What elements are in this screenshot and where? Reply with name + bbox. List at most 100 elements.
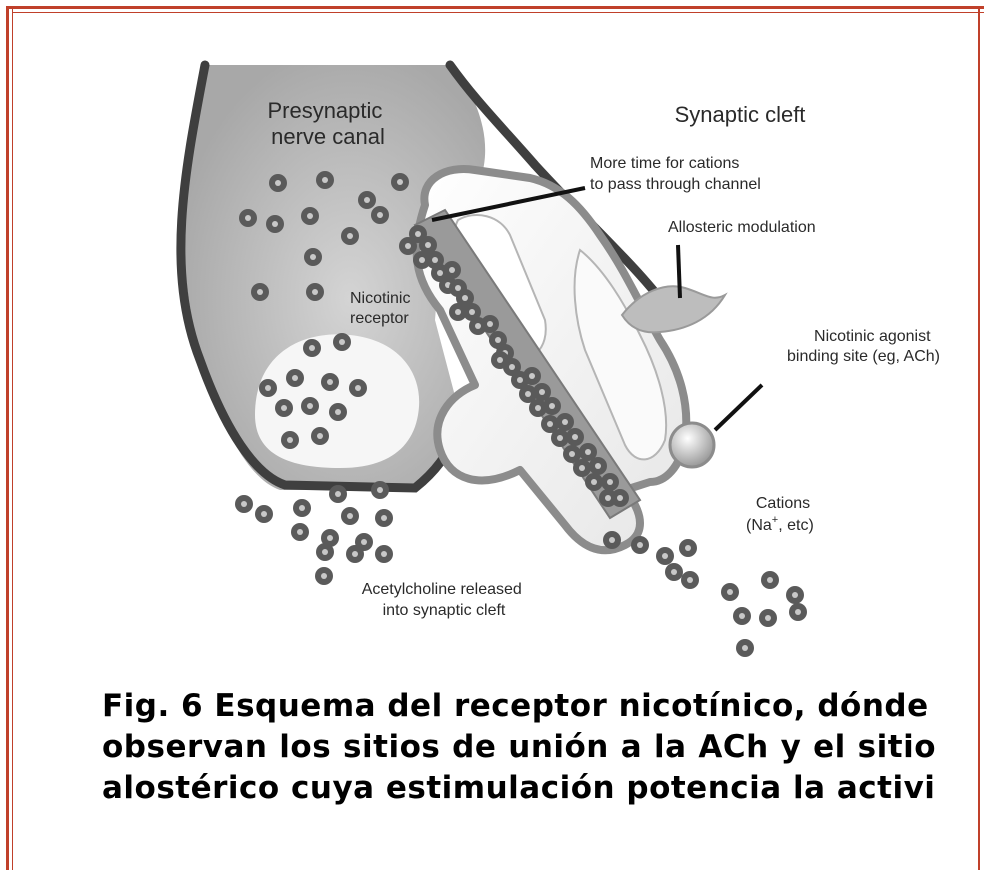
molecule-dot-center	[547, 421, 553, 427]
molecule-dot-center	[455, 285, 461, 291]
molecule-dot-center	[275, 180, 281, 186]
molecule-dot-center	[347, 233, 353, 239]
caption-line-3: alostérico cuya estimulación potencia la…	[102, 768, 936, 809]
molecule-dot-center	[327, 379, 333, 385]
molecule-dot-center	[487, 321, 493, 327]
label-agonist-site: Nicotinic agonist binding site (eg, ACh)	[787, 328, 940, 365]
molecule-dot-center	[297, 529, 303, 535]
caption-line-1: Fig. 6 Esquema del receptor nicotínico, …	[102, 686, 936, 727]
border-right	[978, 6, 980, 870]
molecule-dot-center	[287, 437, 293, 443]
molecule-dot-center	[347, 513, 353, 519]
molecule-dot-center	[335, 409, 341, 415]
molecule-dot-center	[662, 553, 668, 559]
molecule-dot-center	[415, 231, 421, 237]
molecule-dot-center	[562, 419, 568, 425]
label-synaptic-cleft: Synaptic cleft	[675, 102, 806, 127]
molecule-dot-center	[339, 339, 345, 345]
molecule-dot-center	[765, 615, 771, 621]
agonist-binding-ball	[670, 423, 714, 467]
molecule-dot-center	[419, 257, 425, 263]
molecule-dot-center	[265, 385, 271, 391]
label-cations-formula: (Na+, etc)	[746, 514, 814, 534]
label-cations: Cations	[756, 495, 810, 512]
molecule-dot-center	[292, 375, 298, 381]
molecule-dot-center	[241, 501, 247, 507]
caption-line-2: observan los sitios de unión a la ACh y …	[102, 727, 936, 768]
molecule-dot-center	[352, 551, 358, 557]
molecule-dot-center	[687, 577, 693, 583]
molecule-dot-center	[437, 270, 443, 276]
molecule-dot-center	[355, 385, 361, 391]
border-left-inner	[12, 6, 13, 870]
pointer-allosteric	[678, 245, 680, 298]
molecule-dot-center	[609, 537, 615, 543]
molecule-dot-center	[517, 377, 523, 383]
molecule-dot-center	[595, 463, 601, 469]
molecule-dot-center	[767, 577, 773, 583]
molecule-dot-center	[381, 551, 387, 557]
label-presynaptic: Presynaptic nerve canal	[267, 98, 388, 149]
molecule-dot-center	[637, 542, 643, 548]
molecule-dot-center	[535, 405, 541, 411]
molecule-dot-center	[792, 592, 798, 598]
molecule-dot-center	[742, 645, 748, 651]
label-more-time: More time for cations to pass through ch…	[590, 155, 761, 193]
molecule-dot-center	[272, 221, 278, 227]
molecule-dot-center	[549, 403, 555, 409]
molecule-dot-center	[727, 589, 733, 595]
molecule-dot-center	[425, 242, 431, 248]
molecule-dot-center	[469, 309, 475, 315]
molecule-dot-center	[245, 215, 251, 221]
molecule-dot-center	[321, 573, 327, 579]
border-left	[6, 6, 9, 870]
molecule-dot-center	[377, 212, 383, 218]
molecule-dot-center	[335, 491, 341, 497]
molecule-dot-center	[585, 449, 591, 455]
molecule-dot-center	[572, 434, 578, 440]
molecule-dot-center	[327, 535, 333, 541]
pointer-agonist	[715, 385, 762, 430]
figure-caption: Fig. 6 Esquema del receptor nicotínico, …	[102, 686, 936, 809]
molecule-dot-center	[495, 337, 501, 343]
molecule-dot-center	[405, 243, 411, 249]
molecule-dot-center	[617, 495, 623, 501]
molecule-dot-center	[529, 373, 535, 379]
molecule-dot-center	[497, 357, 503, 363]
border-top	[6, 6, 984, 9]
molecule-dot-center	[671, 569, 677, 575]
label-acetylcholine: Acetylcholine released into synaptic cle…	[362, 581, 527, 619]
molecule-dot-center	[579, 465, 585, 471]
molecule-dot-center	[377, 487, 383, 493]
molecule-dot-center	[432, 257, 438, 263]
molecule-dot-center	[475, 323, 481, 329]
molecule-dot-center	[739, 613, 745, 619]
molecule-dot-center	[397, 179, 403, 185]
molecule-dot-center	[795, 609, 801, 615]
molecule-dot-center	[312, 289, 318, 295]
molecule-dot-center	[607, 479, 613, 485]
molecule-dot-center	[455, 309, 461, 315]
molecule-dot-center	[525, 391, 531, 397]
molecule-dot-center	[317, 433, 323, 439]
molecule-dot-center	[557, 435, 563, 441]
molecule-dot-center	[281, 405, 287, 411]
molecule-dot-center	[309, 345, 315, 351]
molecule-dot-center	[307, 213, 313, 219]
molecule-dot-center	[462, 295, 468, 301]
border-top-inner	[12, 12, 984, 13]
label-allosteric: Allosteric modulation	[668, 219, 816, 236]
nicotinic-receptor-diagram: Presynaptic nerve canal Synaptic cleft M…	[80, 20, 960, 670]
molecule-dot-center	[539, 389, 545, 395]
molecule-dot-center	[605, 495, 611, 501]
molecule-dot-center	[257, 289, 263, 295]
molecule-dot-center	[381, 515, 387, 521]
molecule-dot-center	[569, 451, 575, 457]
molecule-dot-center	[449, 267, 455, 273]
molecule-dot-center	[310, 254, 316, 260]
molecule-dot-center	[685, 545, 691, 551]
molecule-dot-center	[261, 511, 267, 517]
molecule-dot-center	[299, 505, 305, 511]
molecule-dot-center	[591, 479, 597, 485]
molecule-dot-center	[322, 549, 328, 555]
